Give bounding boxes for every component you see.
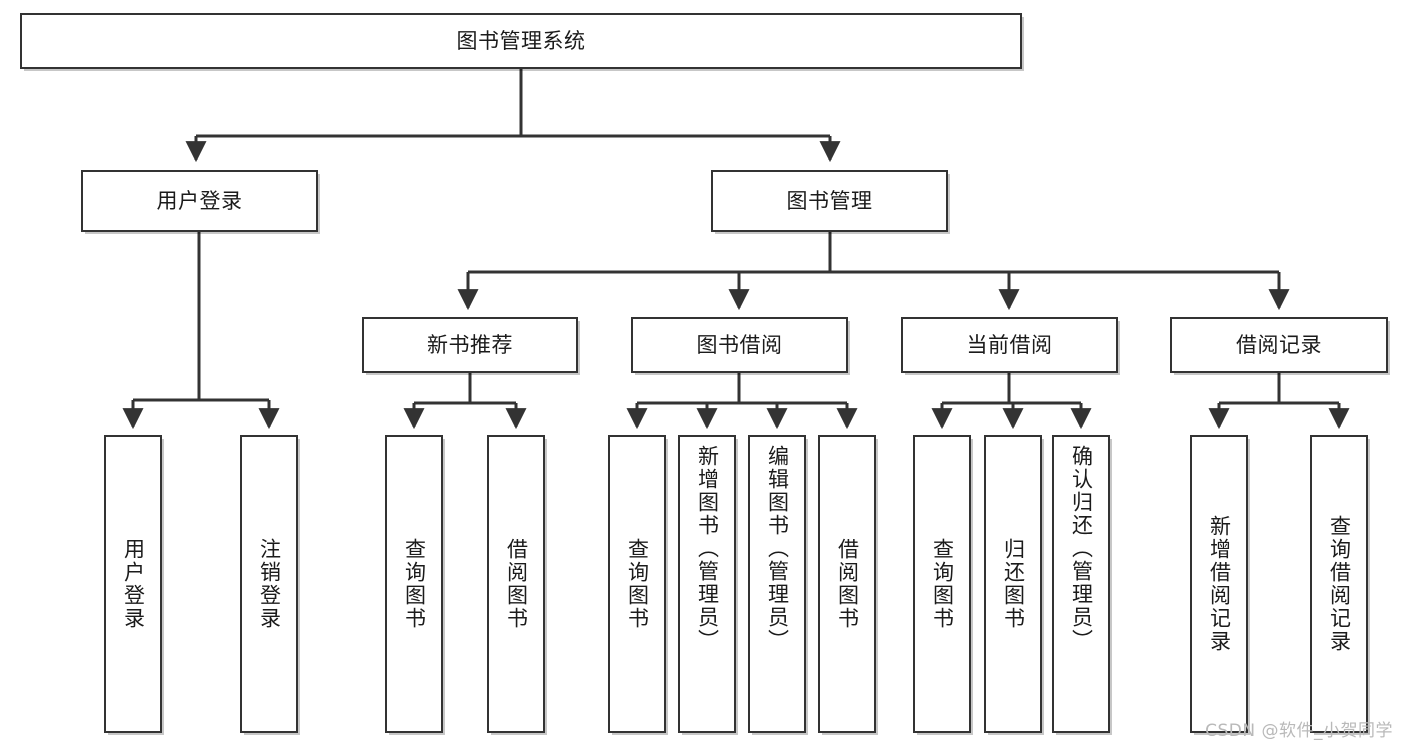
leaf-query-books-borrow-label: 查询图书 [625,538,650,630]
node-book-management-label: 图书管理 [786,188,873,213]
node-new-book-recommendation[interactable]: 新书推荐 [362,317,578,373]
leaf-confirm-return-admin[interactable]: 确认归还（管理员） [1052,435,1110,733]
leaf-borrow-books[interactable]: 借阅图书 [818,435,876,733]
node-borrowing-record[interactable]: 借阅记录 [1170,317,1388,373]
node-user-login[interactable]: 用户登录 [81,170,318,232]
leaf-return-books[interactable]: 归还图书 [984,435,1042,733]
node-root-label: 图书管理系统 [456,28,586,53]
leaf-add-borrow-record-label: 新增借阅记录 [1207,515,1232,653]
leaf-borrow-books-newbook[interactable]: 借阅图书 [487,435,545,733]
leaf-user-login-label: 用户登录 [121,538,146,630]
leaf-edit-book-admin-label: 编辑图书（管理员） [765,445,790,652]
node-book-management[interactable]: 图书管理 [711,170,948,232]
leaf-add-book-admin[interactable]: 新增图书（管理员） [678,435,736,733]
leaf-query-books-current[interactable]: 查询图书 [913,435,971,733]
leaf-logout-label: 注销登录 [257,538,282,630]
leaf-edit-book-admin[interactable]: 编辑图书（管理员） [748,435,806,733]
leaf-borrow-books-newbook-label: 借阅图书 [504,538,529,630]
leaf-query-books-newbook-label: 查询图书 [402,538,427,630]
leaf-return-books-label: 归还图书 [1001,538,1026,630]
node-user-login-label: 用户登录 [156,188,243,213]
leaf-query-books-borrow[interactable]: 查询图书 [608,435,666,733]
leaf-borrow-books-label: 借阅图书 [835,538,860,630]
leaf-add-borrow-record[interactable]: 新增借阅记录 [1190,435,1248,733]
leaf-query-books-newbook[interactable]: 查询图书 [385,435,443,733]
leaf-query-borrow-record[interactable]: 查询借阅记录 [1310,435,1368,733]
leaf-user-login[interactable]: 用户登录 [104,435,162,733]
node-book-borrowing-label: 图书借阅 [696,332,783,357]
node-book-borrowing[interactable]: 图书借阅 [631,317,848,373]
leaf-logout[interactable]: 注销登录 [240,435,298,733]
node-new-book-recommendation-label: 新书推荐 [427,332,513,357]
node-root-book-management-system[interactable]: 图书管理系统 [20,13,1022,69]
leaf-query-borrow-record-label: 查询借阅记录 [1327,515,1352,653]
node-current-borrowing[interactable]: 当前借阅 [901,317,1118,373]
leaf-add-book-admin-label: 新增图书（管理员） [695,445,720,652]
node-current-borrowing-label: 当前借阅 [966,332,1053,357]
node-borrowing-record-label: 借阅记录 [1236,332,1322,357]
leaf-confirm-return-admin-label: 确认归还（管理员） [1069,445,1094,652]
leaf-query-books-current-label: 查询图书 [930,538,955,630]
